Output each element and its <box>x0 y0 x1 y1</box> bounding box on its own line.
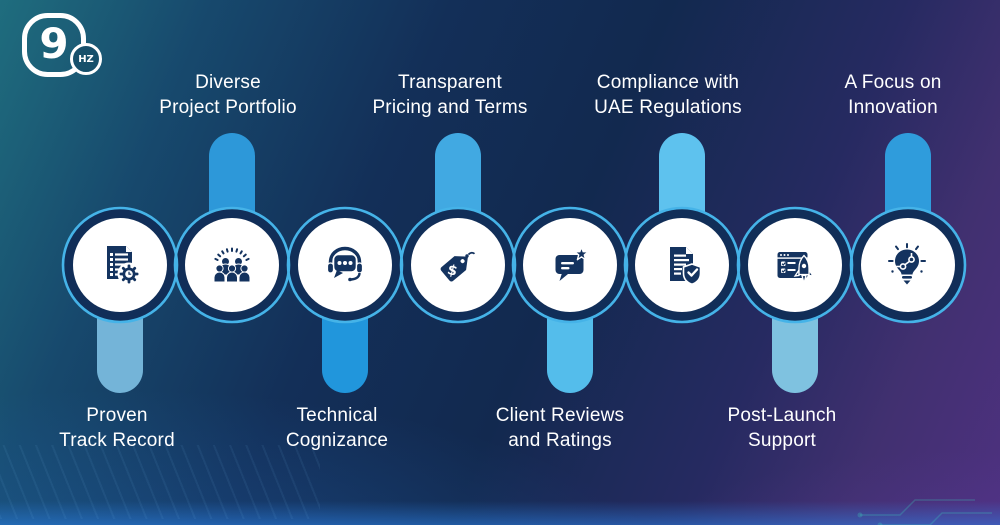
logo-hz-text: HZ <box>78 53 94 65</box>
logo-nine-badge: 9 <box>22 13 86 77</box>
label-diverse-project-portfolio: Diverse Project Portfolio <box>159 72 297 119</box>
bulb-circuit-icon <box>888 243 926 285</box>
checklist-gear-clock-icon <box>107 246 141 286</box>
ninehertz-logo: 9 HZ <box>22 13 114 77</box>
logo-hz-badge: HZ <box>70 43 102 75</box>
label-client-reviews: Client Reviews and Ratings <box>495 405 625 452</box>
label-transparent-pricing: Transparent Pricing and Terms <box>372 72 528 119</box>
logo-nine-text: 9 <box>39 18 69 68</box>
audience-people-icon <box>213 247 251 283</box>
label-compliance-uae: Compliance with UAE Regulations <box>594 72 742 119</box>
label-focus-innovation: A Focus on Innovation <box>844 72 942 119</box>
svg-text:$: $ <box>445 262 459 280</box>
review-star-chat-icon <box>555 246 589 281</box>
browser-rocket-icon <box>777 252 815 286</box>
label-post-launch-support: Post-Launch Support <box>727 405 837 452</box>
label-proven-track-record: Proven Track Record <box>59 405 175 452</box>
circuit-trace-decoration <box>857 499 992 525</box>
document-shield-check-icon <box>670 247 702 286</box>
price-tag-icon: $ <box>440 251 476 282</box>
headset-chat-icon <box>326 246 364 282</box>
bottom-glow-decoration <box>0 501 1000 525</box>
wave-ring-group <box>61 206 967 324</box>
hatch-pattern-decoration <box>0 445 320 519</box>
label-technical-cognizance: Technical Cognizance <box>285 405 389 452</box>
